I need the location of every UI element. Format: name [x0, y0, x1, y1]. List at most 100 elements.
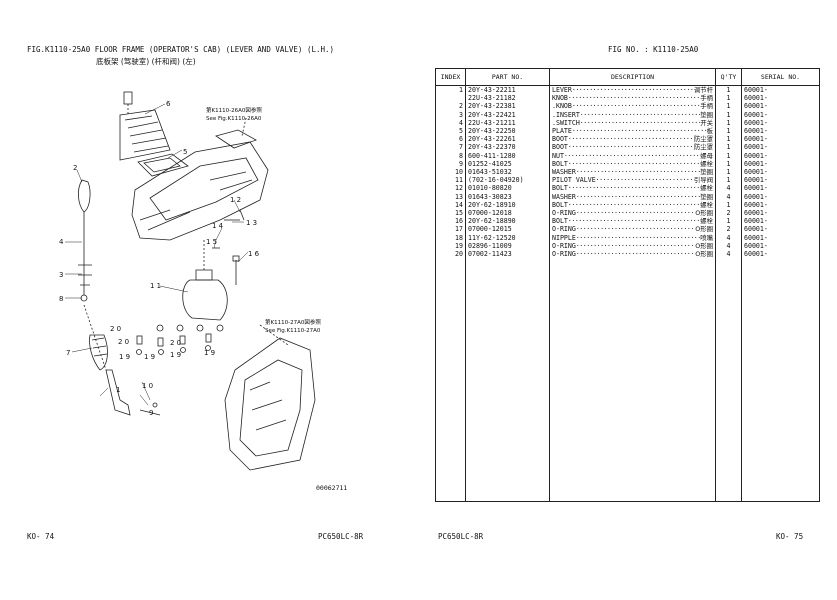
row-part-no: 01010-80820 [465, 184, 550, 193]
row-leader-dots: ········································… [575, 168, 700, 177]
row-serial: 60001- [741, 151, 820, 160]
row-part-no: 22U-43-21211 [465, 118, 550, 128]
row-leader-dots: ········································… [567, 135, 694, 144]
row-index: 3 [435, 110, 466, 119]
row-desc-cn: 垫圈 [700, 168, 713, 177]
row-qty: 1 [715, 217, 742, 226]
row-serial: 60001- [741, 241, 820, 251]
callout-19: 1 9 [170, 351, 181, 359]
row-desc-en: KNOB [552, 94, 568, 103]
row-index: 10 [435, 168, 466, 177]
row-leader-dots: ········································… [571, 86, 694, 94]
row-qty: 1 [715, 127, 742, 136]
row-leader-dots: ········································… [575, 233, 700, 242]
row-part-no: 20Y-43-22421 [465, 110, 550, 119]
row-serial: 60001- [741, 217, 820, 226]
row-part-no: 01252-41025 [465, 159, 550, 169]
page-number-right: KO- 75 [776, 532, 804, 541]
row-index: 2 [435, 102, 466, 111]
row-leader-dots: ········································… [575, 250, 695, 259]
row-index: 7 [435, 143, 466, 152]
row-part-no: 01643-51032 [465, 168, 550, 177]
row-description: .SWITCH·································… [549, 118, 716, 128]
row-index: 19 [435, 241, 466, 251]
row-part-no: 02896-11009 [465, 241, 550, 251]
callout-19: 1 9 [144, 353, 155, 361]
row-part-no: 20Y-43-22370 [465, 143, 550, 152]
row-part-no: 07000-12015 [465, 225, 550, 234]
row-qty: 1 [715, 102, 742, 111]
row-desc-en: .SWITCH [552, 118, 580, 127]
left-page: FIG.K1110-25A0 FLOOR FRAME (OPERATOR'S C… [0, 0, 418, 600]
callout-15: 1 5 [206, 238, 217, 246]
row-description: KNOB····································… [549, 94, 716, 103]
row-serial: 60001- [741, 85, 820, 95]
callout-12: 1 2 [230, 196, 241, 204]
ref-note-mid-cn: 第K1110-27A0図参照 [265, 318, 321, 326]
row-leader-dots: ········································… [575, 225, 695, 234]
callout-10: 1 0 [142, 382, 153, 390]
row-qty: 1 [715, 159, 742, 169]
callout-1: 1 [116, 386, 120, 394]
callout-7: 7 [66, 349, 70, 357]
lower-bracket [224, 337, 316, 471]
plate-5 [137, 153, 189, 177]
row-desc-en: BOLT [552, 217, 568, 226]
row-desc-en: .KNOB [552, 102, 572, 111]
callout-20: 2 0 [110, 325, 121, 333]
callout-5: 5 [183, 148, 187, 156]
row-index: 9 [435, 159, 466, 169]
figure-title-cn: 底板架 (驾驶室) (杆和阀) (左) [96, 57, 196, 66]
row-desc-cn: 调节杆 [693, 86, 713, 94]
row-index: 13 [435, 192, 466, 201]
row-qty: 4 [715, 241, 742, 251]
model-name-right: PC650LC-8R [438, 532, 484, 541]
row-serial: 60001- [741, 118, 820, 128]
row-desc-en: BOLT [552, 184, 568, 193]
row-desc-cn: 手柄 [700, 94, 713, 103]
row-qty: 1 [715, 176, 742, 185]
fig-number: FIG NO. : K1110-25A0 [608, 45, 699, 54]
row-leader-dots: ········································… [579, 110, 700, 119]
row-index: 11 [435, 176, 466, 185]
row-qty: 1 [715, 200, 742, 210]
exploded-parts-diagram: 1 2 3 4 5 6 7 8 9 1 0 1 1 1 2 1 3 1 4 1 … [59, 91, 321, 471]
row-qty: 4 [715, 192, 742, 201]
model-name-left: PC650LC-8R [318, 532, 364, 541]
row-index [435, 94, 466, 103]
row-qty: 1 [715, 110, 742, 119]
row-part-no: 20Y-43-22211 [465, 85, 550, 95]
page-number-left: KO- 74 [27, 532, 55, 541]
row-description: WASHER··································… [549, 192, 716, 201]
row-serial: 60001- [741, 209, 820, 218]
callout-19: 1 9 [119, 353, 130, 361]
row-description: NIPPLE··································… [549, 233, 716, 242]
row-desc-cn: 螺母 [700, 151, 713, 160]
row-description: WASHER··································… [549, 168, 716, 177]
boot-6 [119, 109, 171, 161]
row-part-no: 600-411-1280 [465, 151, 550, 160]
row-part-no: 07000-12018 [465, 209, 550, 218]
row-part-no: 22U-43-21182 [465, 94, 550, 103]
row-desc-cn: 喷嘴 [700, 233, 713, 242]
row-serial: 60001- [741, 143, 820, 152]
row-leader-dots: ········································… [575, 192, 700, 201]
row-serial: 60001- [741, 135, 820, 144]
row-leader-dots: ········································… [567, 184, 700, 193]
row-part-no: 20Y-62-18910 [465, 200, 550, 210]
callout-3: 3 [59, 271, 63, 279]
row-description: PILOT VALVE·····························… [549, 176, 716, 185]
figure-title: FIG.K1110-25A0 FLOOR FRAME (OPERATOR'S C… [27, 45, 335, 54]
row-qty: 4 [715, 250, 742, 259]
row-serial: 60001- [741, 233, 820, 242]
row-qty: 1 [715, 94, 742, 103]
